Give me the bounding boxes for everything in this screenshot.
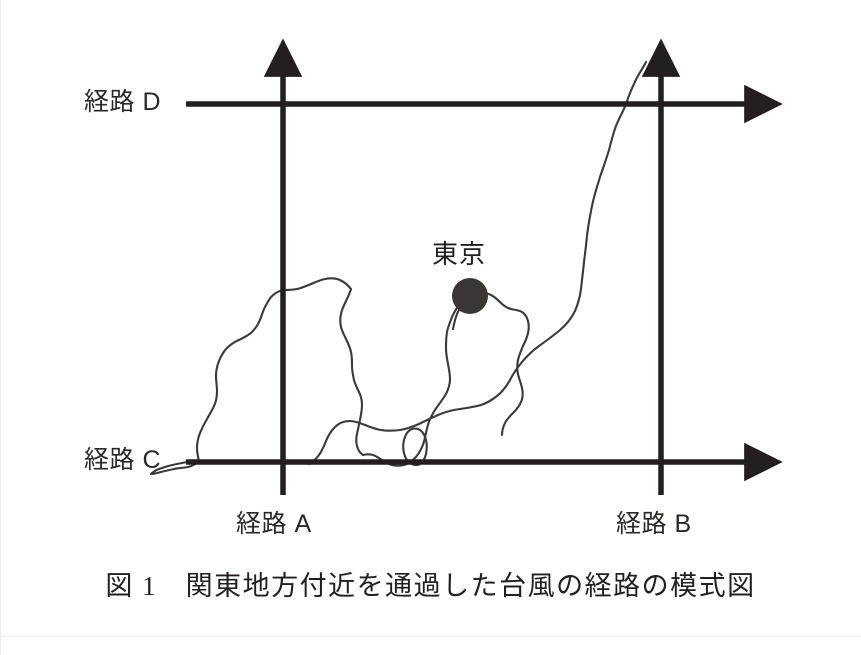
route-b-label: 経路 B (616, 510, 692, 538)
coastline-west-suruga (281, 277, 353, 292)
coastline-tokyo-bay-west (402, 301, 462, 467)
tokyo-label: 東京 (432, 240, 487, 269)
kanto-coastline-map (149, 60, 648, 476)
route-a-label: 経路 A (236, 510, 312, 538)
route-d-label: 経路 D (84, 88, 162, 116)
coastline-boso-west (462, 291, 530, 437)
tokyo-marker-dot (452, 278, 488, 314)
figure-caption: 図 1 関東地方付近を通過した台風の経路の模式図 (105, 571, 756, 601)
coastline-pacific-east (307, 60, 648, 466)
route-c-label: 経路 C (84, 446, 162, 474)
coastline-northwest-lobe (195, 288, 285, 463)
coastline-izu-hakone (339, 287, 365, 457)
